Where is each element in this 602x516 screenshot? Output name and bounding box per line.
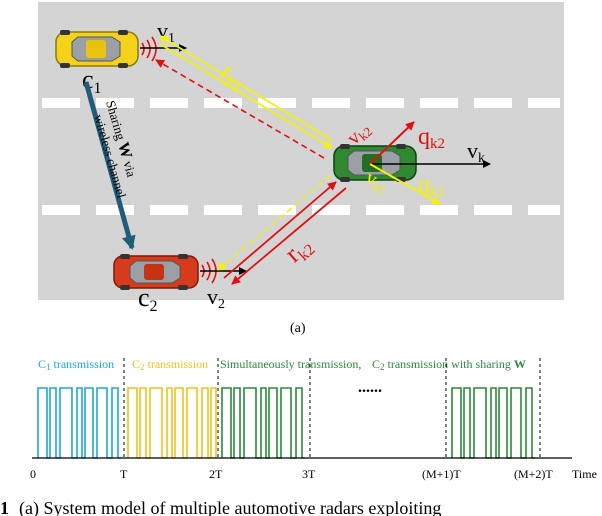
pulse-waveform [221, 387, 305, 459]
pulse-train-simultaneous [221, 387, 305, 459]
echo-path-c2-2 [231, 187, 347, 285]
velocity-label-vk: vk [467, 138, 485, 166]
tick-label-0: 0 [30, 467, 36, 481]
velocity-label-v1: v1 [157, 18, 175, 46]
axis-label-time: Time [572, 467, 597, 481]
q-label-k1: qk1 [418, 172, 445, 200]
radial-arrow-qk2 [369, 121, 415, 165]
vehicle-label-c2: c2 [138, 283, 158, 315]
segment-boundaries [123, 358, 541, 460]
pulse-train-c1 [37, 387, 121, 459]
q-label-k2: qk2 [418, 124, 445, 152]
segment-label-c1: C1 transmission [38, 357, 114, 372]
interference-path-c1-to-c2 [217, 175, 331, 271]
echo-path-c2-1 [223, 181, 337, 279]
tick-label-5: (M+2)T [514, 467, 553, 481]
segment-label-c2: C2 transmission [132, 357, 208, 372]
echo-path-c1-2 [159, 35, 333, 141]
segment-label-simultaneous: Simultaneously transmission, [220, 357, 361, 371]
vehicle-label-c1: c1 [82, 65, 102, 97]
radial-arrow-qk1 [369, 163, 441, 205]
pulse-train-c2 [127, 387, 217, 459]
radar-waves-c1 [141, 36, 157, 62]
pulse-train-sharing [451, 387, 535, 459]
ellipsis: ...... [358, 379, 382, 396]
tick-label-4: (M+1)T [422, 467, 461, 481]
interference-path-c2-to-c1 [155, 59, 325, 159]
pulse-waveform [127, 387, 217, 459]
tick-label-3: 3T [302, 467, 316, 481]
velocity-label-v2: v2 [207, 284, 225, 312]
pulse-waveform [37, 387, 121, 459]
sharing-arrow [83, 81, 136, 250]
road-scene: v1 c1 v2 c2 vk qk2 qk1 vk2 v [38, 2, 564, 315]
pulse-waveform [451, 387, 535, 459]
timeline: C1 transmission C2 transmission Simultan… [30, 357, 597, 481]
lane-marking-bottom [42, 205, 560, 215]
lane-marking-top [42, 98, 560, 108]
tick-label-1: T [120, 467, 128, 481]
subfigure-label: (a) [290, 321, 306, 336]
vehicle-c1 [55, 30, 139, 68]
caption: 1(a) System model of multiple automotive… [0, 498, 441, 516]
segment-label-sharing: C2 transmission with sharing W [372, 357, 526, 372]
tick-label-2: 2T [209, 467, 223, 481]
echo-path-c1-1 [159, 43, 333, 149]
vehicle-c2 [113, 254, 199, 290]
